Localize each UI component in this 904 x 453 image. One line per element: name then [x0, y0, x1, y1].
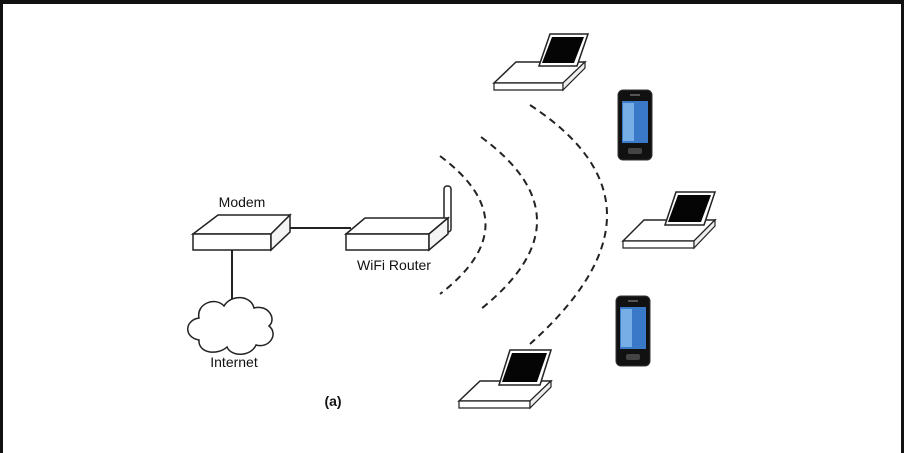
- laptop-icon: [457, 349, 553, 410]
- laptop-icon: [621, 191, 717, 250]
- router-label: WiFi Router: [357, 257, 431, 273]
- phone-icon: [617, 89, 653, 161]
- signal-arc-inner: [439, 155, 487, 295]
- network-diagram: Modem WiFi Router Internet (a): [187, 33, 717, 410]
- signal-arc-outer: [529, 104, 608, 345]
- laptop-icon: [492, 33, 590, 92]
- internet-label: Internet: [210, 354, 258, 370]
- router-icon: [343, 185, 452, 252]
- signal-arcs: [439, 104, 608, 345]
- phone-icon: [615, 295, 651, 367]
- caption-label: (a): [324, 393, 341, 409]
- signal-arc-middle: [480, 136, 538, 310]
- internet-cloud-icon: [187, 296, 274, 355]
- modem-label: Modem: [219, 194, 266, 210]
- modem-icon: [190, 213, 292, 252]
